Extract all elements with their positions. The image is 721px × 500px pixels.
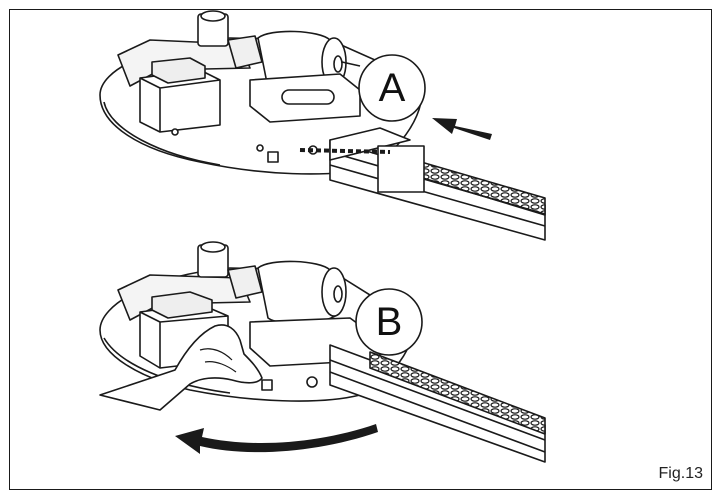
figure-label: Fig.13 bbox=[658, 465, 703, 482]
callout-label-b: B bbox=[375, 300, 403, 344]
push-arrow-icon bbox=[432, 118, 492, 140]
motor-unit-top bbox=[99, 10, 423, 175]
rail-bottom bbox=[329, 344, 546, 463]
callout-circle-a bbox=[358, 54, 426, 122]
hand-icon bbox=[99, 324, 263, 411]
figure-frame bbox=[9, 9, 712, 490]
callout-label-a: A bbox=[378, 66, 406, 110]
rail-top bbox=[299, 127, 546, 241]
rotate-arrow-icon bbox=[175, 424, 378, 454]
callout-circle-b bbox=[355, 288, 423, 356]
finger-lines bbox=[199, 348, 237, 373]
